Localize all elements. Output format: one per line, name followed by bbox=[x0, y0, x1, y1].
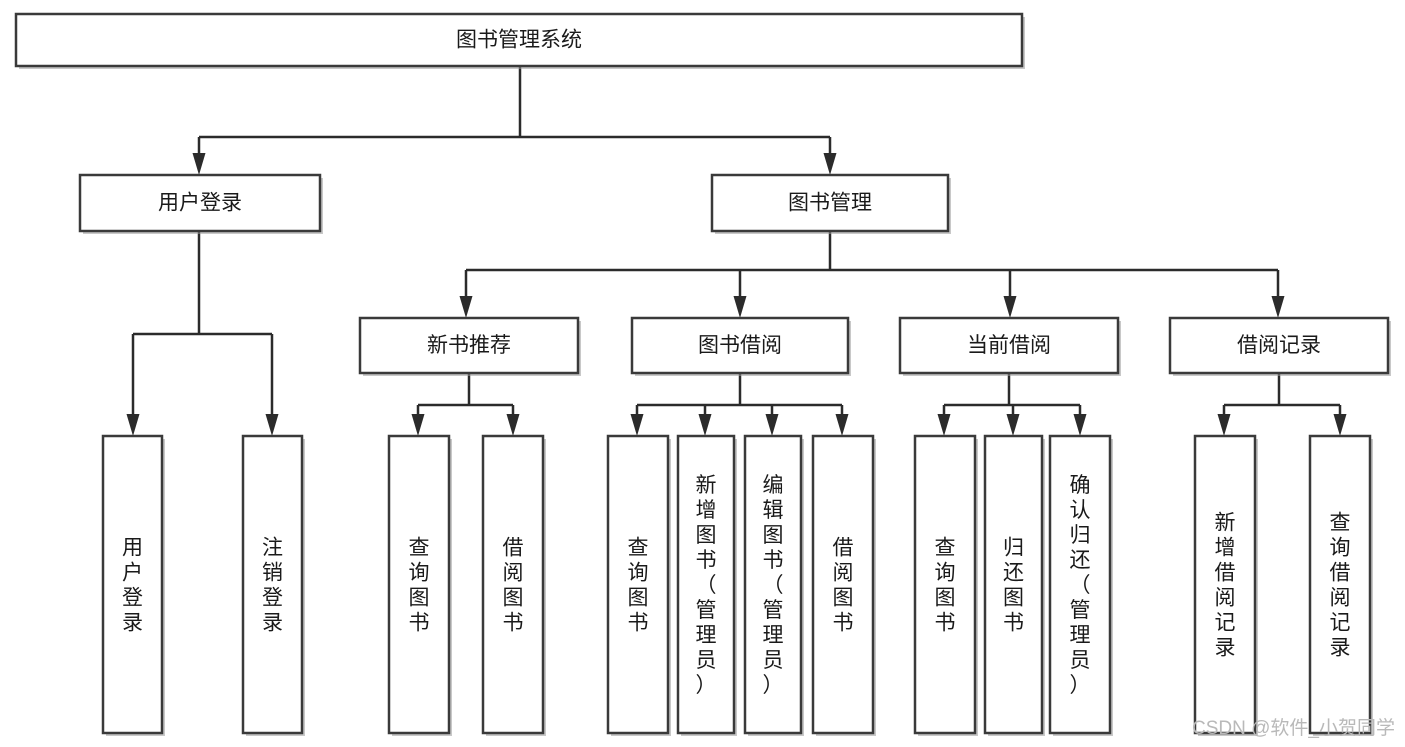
node-leaf_query_book_3[interactable]: 查询图书 bbox=[913, 434, 978, 736]
node-box[interactable] bbox=[676, 434, 736, 735]
watermark-label: CSDN @软件_小贺同学 bbox=[1192, 717, 1395, 739]
node-label: 查询借阅记录 bbox=[1330, 512, 1351, 660]
node-label: 图书管理系统 bbox=[456, 29, 582, 52]
node-user_login[interactable]: 用户登录 bbox=[78, 173, 323, 234]
node-box[interactable] bbox=[1308, 434, 1372, 735]
arrow-head-icon bbox=[459, 296, 473, 318]
node-leaf_query_record[interactable]: 查询借阅记录 bbox=[1308, 434, 1373, 736]
arrow-head-icon bbox=[1333, 414, 1347, 436]
connector-group-current-children bbox=[937, 373, 1087, 436]
arrow-head-icon bbox=[937, 414, 951, 436]
node-box[interactable] bbox=[710, 173, 950, 233]
node-label: 图书借阅 bbox=[698, 334, 782, 357]
node-leaf_edit_book[interactable]: 编辑图书（管理员） bbox=[743, 434, 804, 736]
arrow-head-icon bbox=[698, 414, 712, 436]
node-box[interactable] bbox=[913, 434, 977, 735]
node-box[interactable] bbox=[743, 434, 803, 735]
node-label: 当前借阅 bbox=[967, 334, 1051, 357]
node-box[interactable] bbox=[630, 316, 850, 375]
node-box[interactable] bbox=[898, 316, 1120, 375]
node-box[interactable] bbox=[387, 434, 451, 735]
node-label: 归还图书 bbox=[1003, 537, 1024, 635]
arrow-head-icon bbox=[506, 414, 520, 436]
connector-group-book-mgmt-children bbox=[459, 231, 1285, 318]
node-leaf_return_book[interactable]: 归还图书 bbox=[983, 434, 1045, 736]
node-leaf_query_book_1[interactable]: 查询图书 bbox=[387, 434, 452, 736]
node-label: 编辑图书（管理员） bbox=[763, 474, 784, 697]
node-label: 新增图书（管理员） bbox=[696, 474, 717, 697]
node-label: 借阅图书 bbox=[503, 537, 524, 635]
node-box[interactable] bbox=[14, 12, 1024, 68]
arrow-head-icon bbox=[1217, 414, 1231, 436]
arrow-head-icon bbox=[1006, 414, 1020, 436]
connector-group-newbook-children bbox=[411, 373, 520, 436]
connectors-layer bbox=[126, 66, 1347, 436]
node-label: 查询图书 bbox=[409, 537, 430, 635]
node-label: 图书管理 bbox=[788, 192, 872, 215]
node-box[interactable] bbox=[606, 434, 670, 735]
nodes-layer: 图书管理系统用户登录图书管理新书推荐图书借阅当前借阅借阅记录用户登录注销登录查询… bbox=[14, 12, 1391, 736]
arrow-head-icon bbox=[823, 153, 837, 175]
node-box[interactable] bbox=[983, 434, 1044, 735]
connector-group-record-children bbox=[1217, 373, 1347, 436]
arrow-head-icon bbox=[835, 414, 849, 436]
node-new_book_rec[interactable]: 新书推荐 bbox=[358, 316, 581, 376]
node-box[interactable] bbox=[358, 316, 580, 375]
node-leaf_query_book_2[interactable]: 查询图书 bbox=[606, 434, 671, 736]
arrow-head-icon bbox=[411, 414, 425, 436]
node-label: 注销登录 bbox=[262, 537, 283, 635]
node-borrow_record[interactable]: 借阅记录 bbox=[1168, 316, 1391, 376]
node-book_mgmt[interactable]: 图书管理 bbox=[710, 173, 951, 234]
node-current_borrow[interactable]: 当前借阅 bbox=[898, 316, 1121, 376]
arrow-head-icon bbox=[192, 153, 206, 175]
node-label: 新书推荐 bbox=[427, 334, 511, 357]
node-box[interactable] bbox=[481, 434, 545, 735]
node-box[interactable] bbox=[78, 173, 322, 233]
node-root[interactable]: 图书管理系统 bbox=[14, 12, 1025, 69]
arrow-head-icon bbox=[265, 414, 279, 436]
arrow-head-icon bbox=[1073, 414, 1087, 436]
node-label: 新增借阅记录 bbox=[1215, 512, 1236, 660]
node-leaf_borrow_book_1[interactable]: 借阅图书 bbox=[481, 434, 546, 736]
node-box[interactable] bbox=[1048, 434, 1112, 735]
node-leaf_add_book[interactable]: 新增图书（管理员） bbox=[676, 434, 737, 736]
node-box[interactable] bbox=[101, 434, 164, 735]
node-box[interactable] bbox=[1168, 316, 1390, 375]
arrow-head-icon bbox=[126, 414, 140, 436]
connector-group-user-login-children bbox=[126, 231, 279, 436]
node-box[interactable] bbox=[1193, 434, 1257, 735]
node-label: 查询图书 bbox=[628, 537, 649, 635]
node-label: 借阅记录 bbox=[1237, 334, 1321, 357]
connector-group-root-children bbox=[192, 66, 837, 175]
node-leaf_borrow_book_2[interactable]: 借阅图书 bbox=[811, 434, 876, 736]
node-label: 用户登录 bbox=[158, 192, 242, 215]
node-leaf_logout[interactable]: 注销登录 bbox=[241, 434, 305, 736]
node-box[interactable] bbox=[241, 434, 304, 735]
node-label: 确认归还（管理员） bbox=[1070, 474, 1091, 697]
node-leaf_user_login[interactable]: 用户登录 bbox=[101, 434, 165, 736]
arrow-head-icon bbox=[765, 414, 779, 436]
arrow-head-icon bbox=[733, 296, 747, 318]
node-leaf_add_record[interactable]: 新增借阅记录 bbox=[1193, 434, 1258, 736]
node-book_borrow[interactable]: 图书借阅 bbox=[630, 316, 851, 376]
connector-group-borrow-children bbox=[630, 373, 849, 436]
arrow-head-icon bbox=[1003, 296, 1017, 318]
node-box[interactable] bbox=[811, 434, 875, 735]
node-label: 用户登录 bbox=[122, 537, 143, 635]
arrow-head-icon bbox=[630, 414, 644, 436]
node-leaf_confirm_return[interactable]: 确认归还（管理员） bbox=[1048, 434, 1113, 736]
arrow-head-icon bbox=[1271, 296, 1285, 318]
node-label: 查询图书 bbox=[935, 537, 956, 635]
node-label: 借阅图书 bbox=[833, 537, 854, 635]
